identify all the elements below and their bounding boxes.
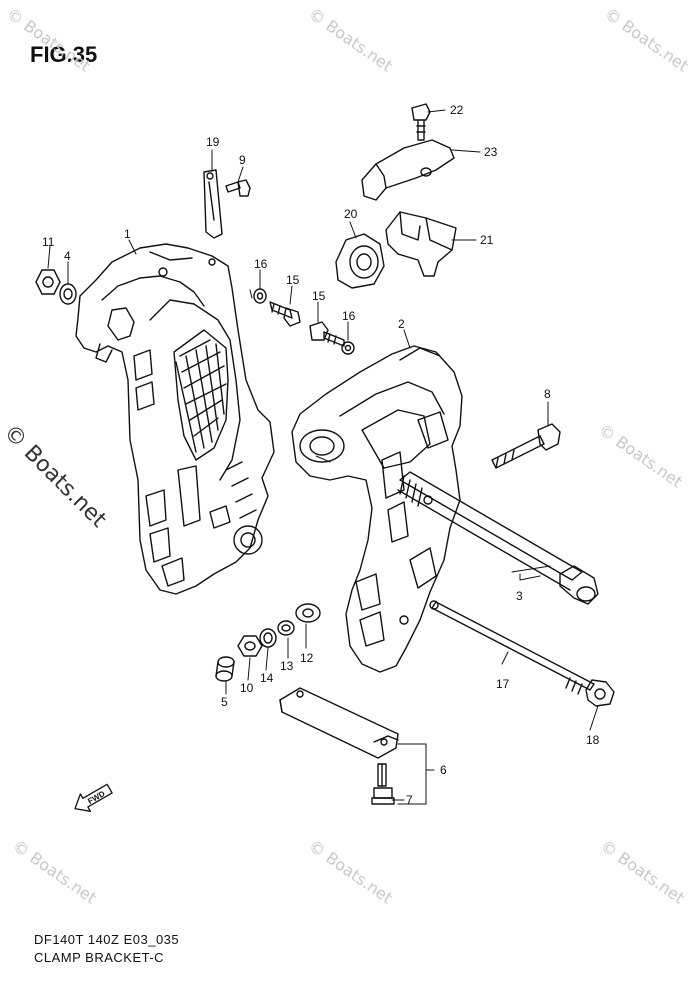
clamp-bracket-left-part <box>75 243 275 595</box>
cover-23-part <box>361 139 455 201</box>
callout-12: 12 <box>300 651 314 665</box>
clamp-bracket-right-part <box>291 345 463 673</box>
link-19-part <box>203 169 223 239</box>
washer-16-lower-part <box>341 341 355 355</box>
callout-18: 18 <box>586 733 600 747</box>
plate-6-part <box>279 687 399 759</box>
nut-11-part <box>35 269 61 295</box>
callout-2: 2 <box>398 317 405 331</box>
callout-labels: 1 2 3 4 5 6 7 8 9 10 11 12 13 14 15 15 1… <box>42 103 600 807</box>
callout-6: 6 <box>440 763 447 777</box>
callout-21: 21 <box>480 233 494 247</box>
washer-13-part <box>277 620 295 636</box>
callout-8: 8 <box>544 387 551 401</box>
washer-4-part <box>59 283 77 305</box>
washer-12-part <box>295 603 321 623</box>
washer-16-upper-part <box>253 288 267 304</box>
bracket-21-part <box>385 211 457 277</box>
grommet-20-part <box>335 233 385 289</box>
callout-14: 14 <box>260 671 274 685</box>
callout-9: 9 <box>239 153 246 167</box>
leader-lines <box>47 109 599 805</box>
callout-1: 1 <box>124 227 131 241</box>
nut-18-part <box>585 679 615 707</box>
bolt-9-part <box>225 179 251 197</box>
bolt-15-upper-part <box>269 301 301 327</box>
tilt-tube-part <box>397 471 599 605</box>
callout-10: 10 <box>240 681 254 695</box>
bolt-8-part <box>491 423 561 469</box>
bolt-15-lower-part <box>309 321 345 347</box>
callout-16-upper: 16 <box>254 257 268 271</box>
callout-4: 4 <box>64 249 71 263</box>
fwd-arrow-icon: FWD <box>74 783 113 812</box>
model-code: DF140T 140Z E03_035 <box>34 932 180 947</box>
bolt-22-part <box>411 103 431 141</box>
nut-10-part <box>237 635 263 657</box>
figure-title: FIG.35 <box>30 42 98 67</box>
callout-22: 22 <box>450 103 464 117</box>
callout-20: 20 <box>344 207 358 221</box>
bolt-7-part <box>371 763 395 805</box>
callout-23: 23 <box>484 145 498 159</box>
section-name: CLAMP BRACKET-C <box>34 950 165 965</box>
callout-16-lower: 16 <box>342 309 356 323</box>
callout-11: 11 <box>42 235 55 249</box>
callout-7: 7 <box>406 793 413 807</box>
callout-17: 17 <box>496 677 510 691</box>
washer-14-part <box>259 628 277 648</box>
callout-19: 19 <box>206 135 220 149</box>
collar-5-part <box>215 656 235 682</box>
callout-3: 3 <box>516 589 523 603</box>
callout-15-upper: 15 <box>286 273 300 287</box>
callout-13: 13 <box>280 659 294 673</box>
callout-5: 5 <box>221 695 228 709</box>
callout-15-lower: 15 <box>312 289 326 303</box>
rod-17-part <box>429 600 595 695</box>
